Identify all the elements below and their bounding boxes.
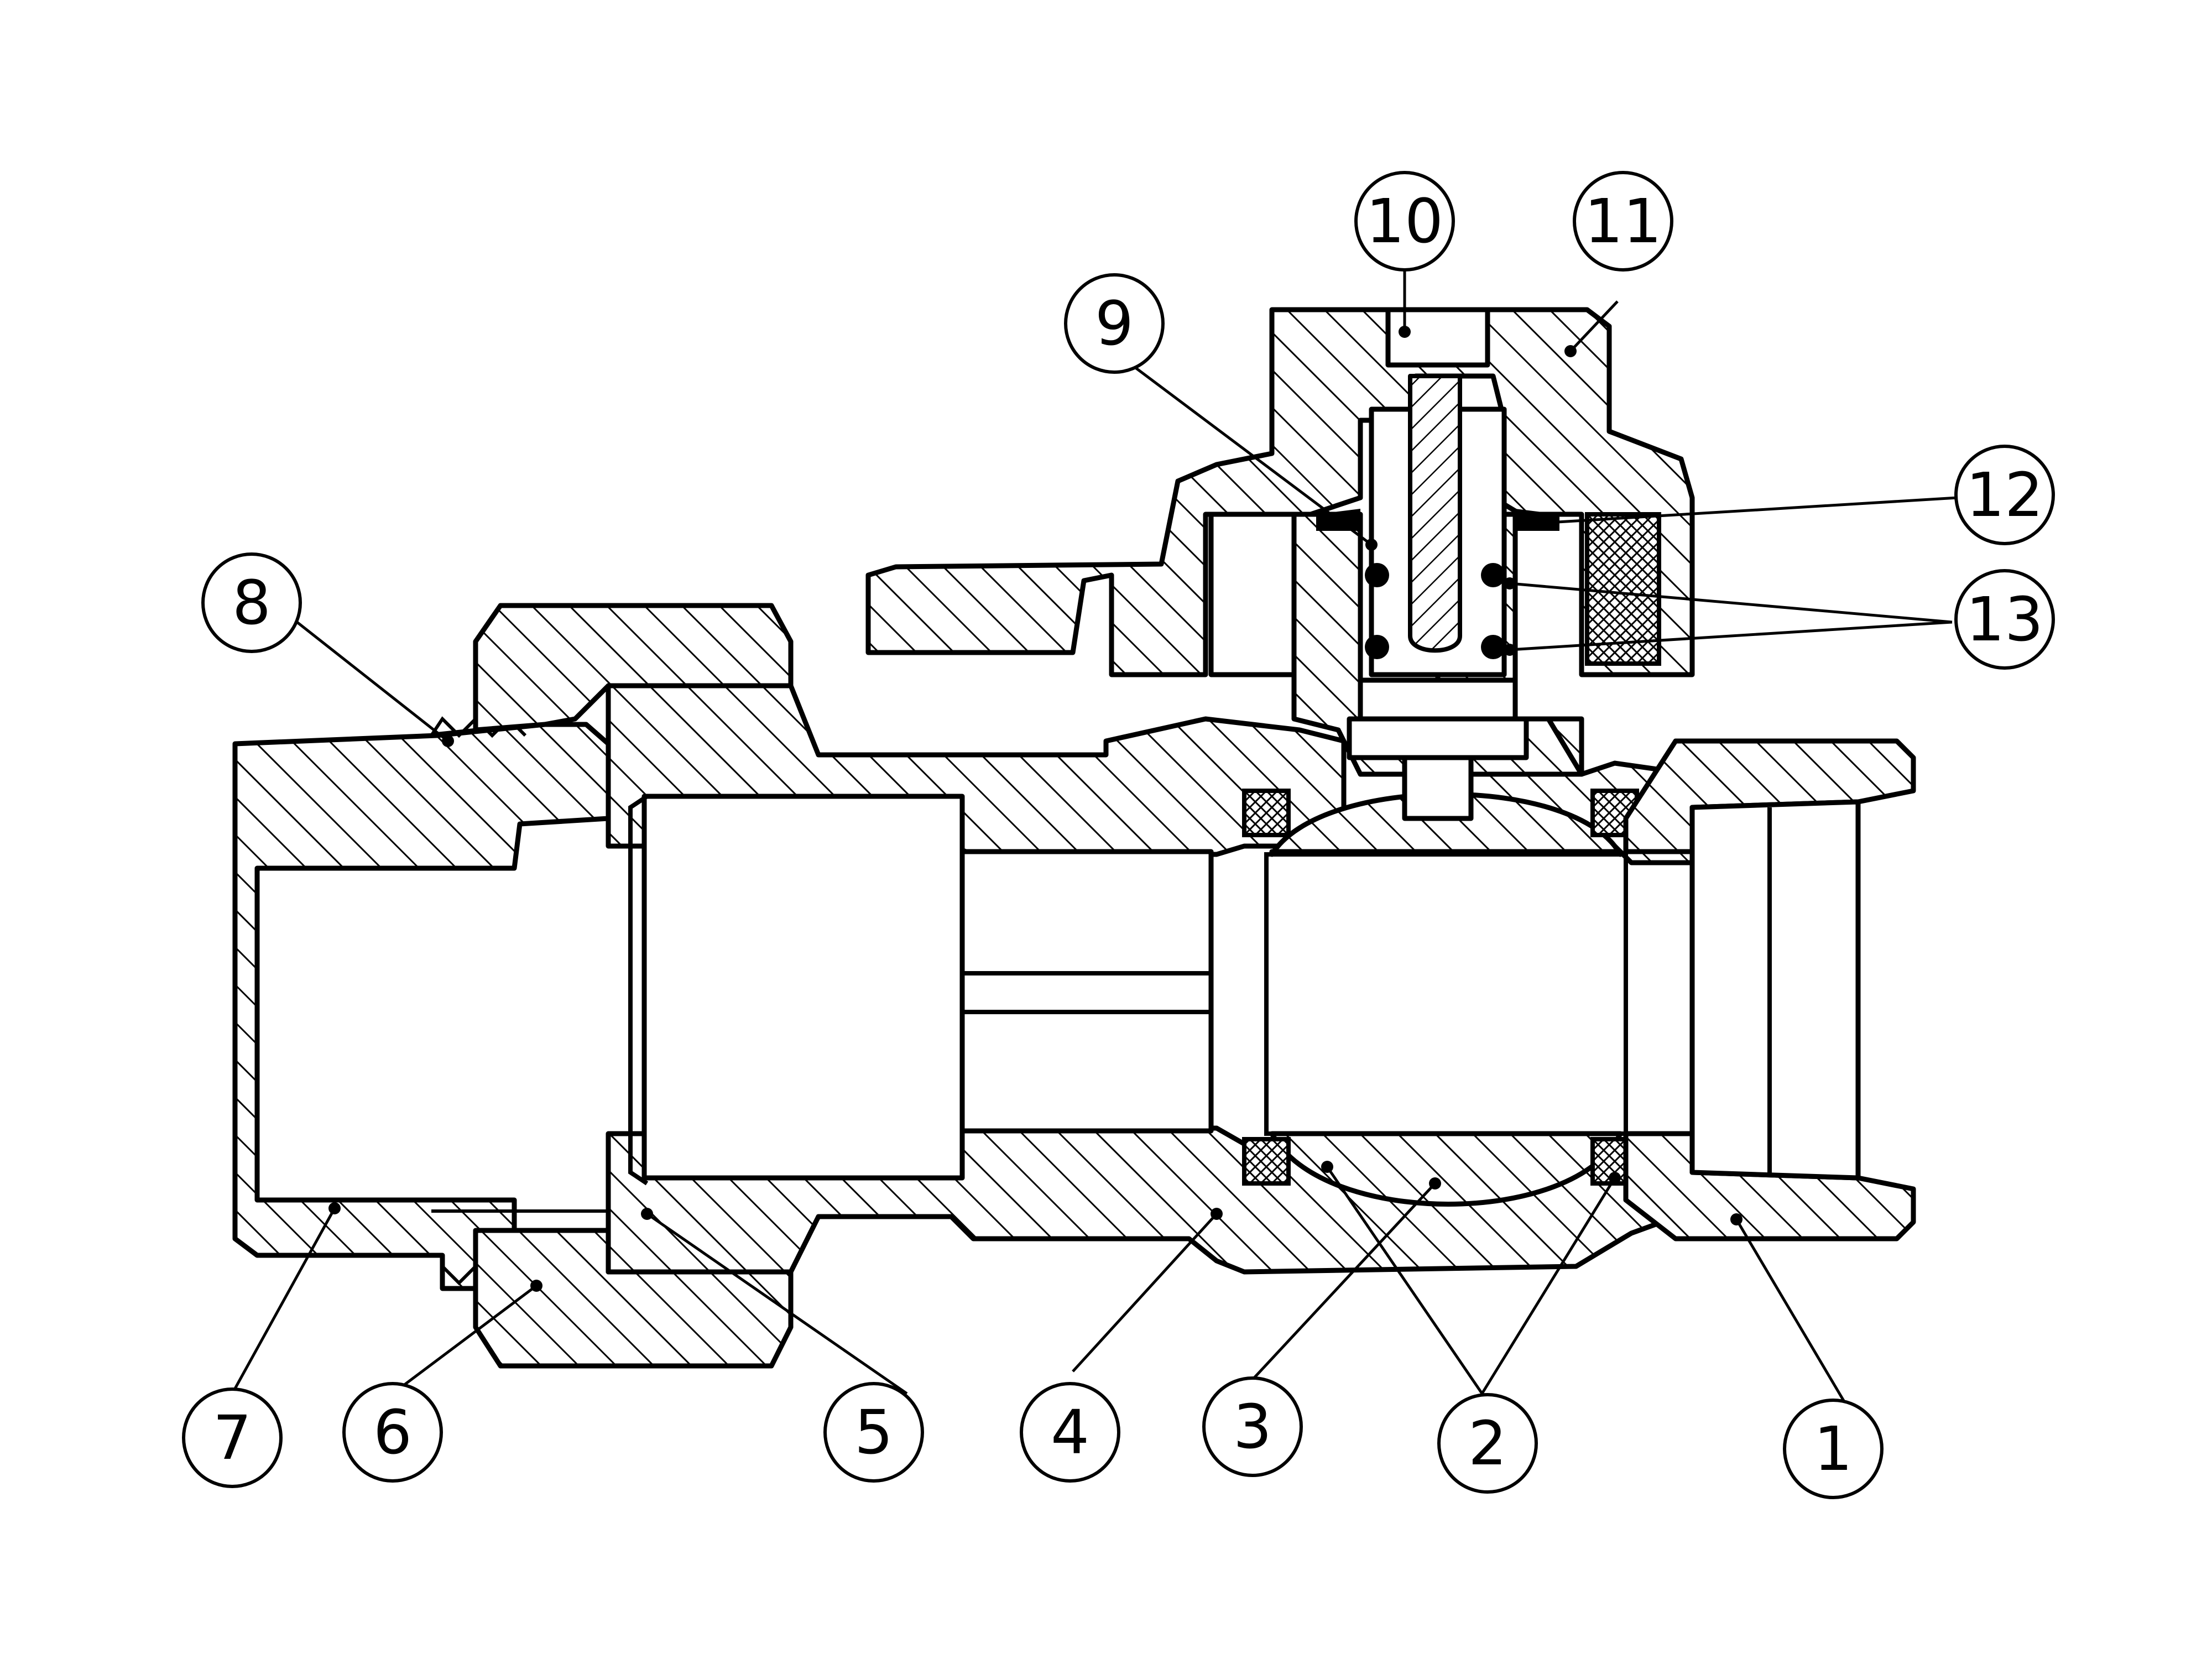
callout-11: 11 bbox=[1573, 171, 1673, 272]
callout-3-label: 3 bbox=[1233, 1391, 1272, 1462]
callout-2: 2 bbox=[1437, 1393, 1538, 1494]
callout-1: 1 bbox=[1783, 1399, 1884, 1499]
callout-2-label: 2 bbox=[1468, 1408, 1507, 1479]
callout-7: 7 bbox=[182, 1387, 283, 1488]
callout-3: 3 bbox=[1202, 1376, 1303, 1477]
end-connector-part-1 bbox=[1623, 738, 1916, 1241]
callout-12-label: 12 bbox=[1966, 460, 2043, 530]
callout-13-label: 13 bbox=[1966, 584, 2043, 655]
callout-4: 4 bbox=[1020, 1382, 1120, 1483]
leader-lines bbox=[231, 263, 1958, 1417]
callout-9-label: 9 bbox=[1095, 288, 1134, 359]
callout-12: 12 bbox=[1954, 445, 2055, 545]
callout-5-label: 5 bbox=[854, 1397, 893, 1468]
callout-5: 5 bbox=[823, 1382, 924, 1483]
callout-1-label: 1 bbox=[1814, 1413, 1853, 1484]
callout-10: 10 bbox=[1354, 171, 1455, 272]
callout-balloons: 1 2 3 4 5 6 7 8 9 10 11 12 13 bbox=[182, 171, 2055, 1499]
callout-8-label: 8 bbox=[232, 567, 271, 638]
callout-6-label: 6 bbox=[373, 1397, 412, 1468]
callout-13: 13 bbox=[1954, 569, 2055, 670]
union-nut-part-6 bbox=[473, 603, 794, 1369]
callout-7-label: 7 bbox=[213, 1402, 252, 1473]
callout-4-label: 4 bbox=[1051, 1397, 1089, 1468]
callout-10-label: 10 bbox=[1366, 186, 1443, 257]
callout-6: 6 bbox=[342, 1382, 443, 1483]
callout-8: 8 bbox=[201, 552, 302, 653]
ball-part-3 bbox=[1264, 791, 1628, 1207]
callout-11-label: 11 bbox=[1584, 186, 1662, 257]
callout-9: 9 bbox=[1064, 273, 1165, 374]
union-tailpiece-part-7 bbox=[232, 716, 611, 1291]
